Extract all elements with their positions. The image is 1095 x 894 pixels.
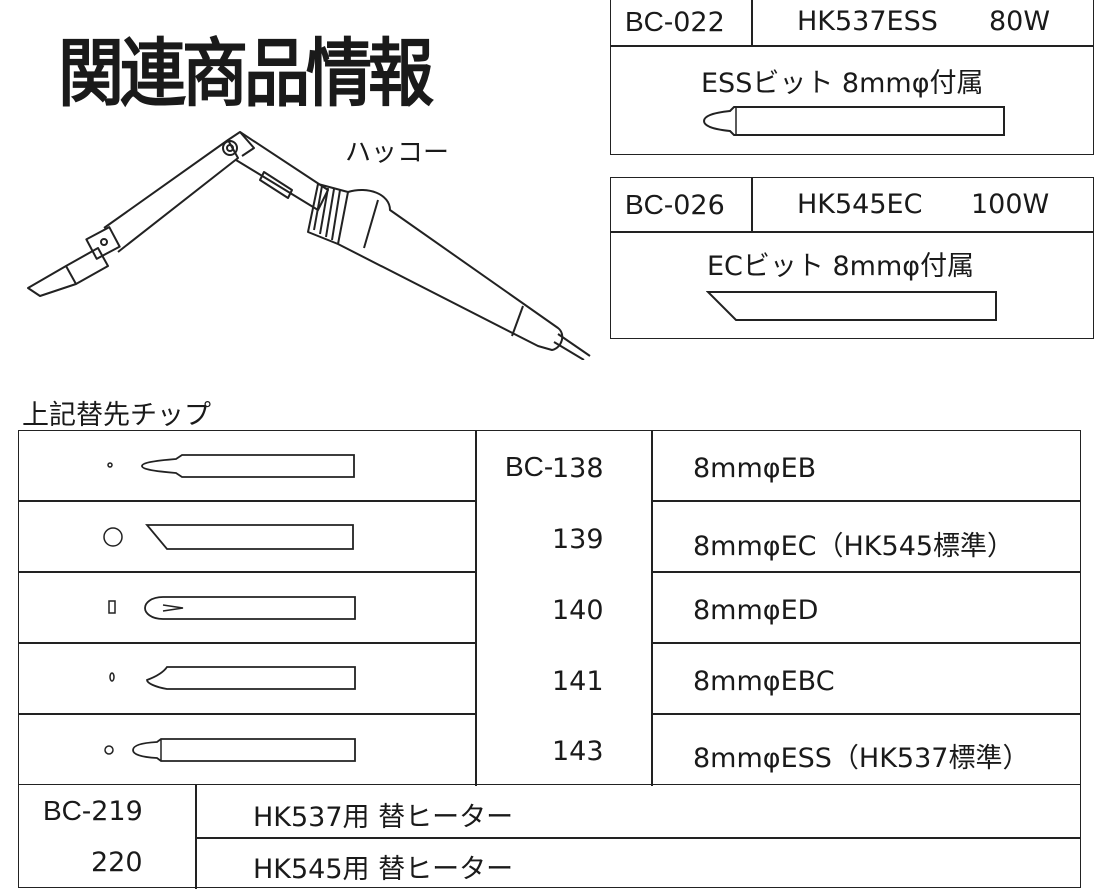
tip-code: 141 (552, 666, 604, 697)
tips-table: BC- 138 8mmφEB 139 8mmφEC（HK545標準） 140 8… (18, 430, 1081, 786)
product-code-2: BC-026 (625, 189, 725, 221)
product-model-2: HK545EC (797, 189, 923, 220)
product-watt-2: 100W (971, 189, 1050, 220)
tip-ebc-icon (109, 666, 356, 690)
tip-code: 139 (552, 524, 604, 555)
heater-desc: HK545用 替ヒーター (253, 854, 514, 885)
heater-code: BC-219 (43, 795, 143, 827)
product-watt-1: 80W (989, 6, 1051, 37)
tip-eb-icon (107, 454, 355, 478)
product-box-2: BC-026 HK545EC 100W ECビット 8mmφ付属 (610, 177, 1094, 339)
tip-code: 138 (552, 453, 604, 484)
tip-ec-icon (103, 524, 354, 550)
tips-section-label: 上記替先チップ (22, 400, 211, 431)
heater-desc: HK537用 替ヒーター (253, 802, 514, 833)
tip-desc: 8mmφEB (693, 453, 817, 484)
heater-code: 220 (91, 847, 143, 878)
tip-ed-icon (108, 596, 356, 620)
tip-code: 140 (552, 595, 604, 626)
product-model-1: HK537ESS (797, 6, 938, 37)
tip-desc: 8mmφEC（HK545標準） (693, 531, 1015, 562)
product-box-1: BC-022 HK537ESS 80W ESSビット 8mmφ付属 (610, 0, 1094, 155)
tips-prefix: BC- (505, 451, 554, 482)
tip-desc: 8mmφESS（HK537標準） (693, 743, 1030, 774)
tip-desc: 8mmφEBC (693, 666, 835, 697)
product-bit-1: ESSビット 8mmφ付属 (701, 68, 984, 99)
brand-label: ハッコー (345, 138, 450, 168)
page-title: 関連商品情報 (58, 30, 434, 118)
product-bit-2: ECビット 8mmφ付属 (707, 251, 975, 282)
heaters-table: BC-219 HK537用 替ヒーター 220 HK545用 替ヒーター (18, 784, 1081, 889)
soldering-iron-illustration (27, 131, 591, 360)
ec-bit-icon (706, 291, 997, 321)
tip-code: 143 (552, 736, 604, 767)
tip-ess-icon (104, 738, 356, 762)
tip-desc: 8mmφED (693, 595, 819, 626)
ess-bit-icon (702, 106, 1005, 136)
product-code-1: BC-022 (625, 6, 725, 38)
